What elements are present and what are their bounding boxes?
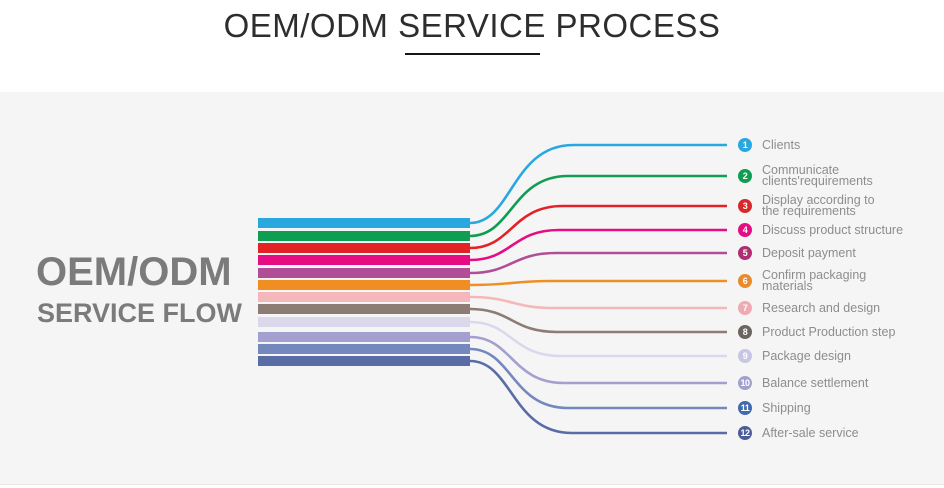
step-label: After-sale service: [762, 425, 859, 440]
process-item-12: 12 After-sale service: [738, 426, 859, 440]
flow-bar-11: [258, 344, 470, 354]
flow-bar-10: [258, 332, 470, 342]
step-label-line: the requirements: [762, 204, 856, 218]
flow-bar-7: [258, 292, 470, 302]
step-number-badge: 1: [738, 138, 752, 152]
flow-curve-9: [469, 320, 727, 358]
process-item-10: 10 Balance settlement: [738, 376, 868, 390]
page-title: OEM/ODM SERVICE PROCESS: [223, 7, 721, 44]
step-label-line: After-sale service: [762, 425, 859, 440]
step-number-badge: 2: [738, 169, 752, 183]
step-label-line: clients'requirements: [762, 174, 873, 188]
step-label: Clients: [762, 137, 801, 152]
flow-bar-8: [258, 304, 470, 314]
step-label: Product Production step: [762, 324, 896, 339]
flow-curve-2: [469, 174, 727, 238]
flow-curve-8: [469, 307, 727, 334]
step-label: Balance settlement: [762, 375, 869, 390]
step-label: Deposit payment: [762, 245, 856, 260]
step-label: Research and design: [762, 300, 881, 315]
flow-curve-4: [469, 228, 727, 262]
step-label-line: Shipping: [762, 400, 811, 415]
diagram-panel: [0, 92, 944, 485]
step-number-badge: 4: [738, 223, 752, 237]
step-label-line: Display according to: [762, 193, 875, 207]
step-label-line: materials: [762, 279, 813, 293]
step-label-line: Deposit payment: [762, 245, 856, 260]
process-item-1: 1 Clients: [738, 138, 800, 152]
brand-line1: OEM/ODM: [36, 250, 232, 294]
step-number-badge: 10: [738, 376, 752, 390]
step-label-line: Balance settlement: [762, 375, 869, 390]
step-label-line: Discuss product structure: [762, 222, 904, 237]
flow-bar-2: [258, 231, 470, 241]
step-number-badge: 8: [738, 325, 752, 339]
flow-curve-12: [469, 359, 727, 435]
step-label-line: Communicate: [762, 163, 840, 177]
brand-line2: SERVICE FLOW: [37, 298, 243, 328]
flow-curve-7: [469, 295, 727, 310]
brand-text: OEM/ODM SERVICE FLOW: [36, 252, 242, 327]
flow-curve-10: [469, 335, 727, 385]
process-item-11: 11 Shipping: [738, 401, 811, 415]
step-label: Discuss product structure: [762, 222, 904, 237]
step-label-line: Research and design: [762, 300, 881, 315]
step-label-line: Confirm packaging: [762, 268, 867, 282]
process-item-8: 8 Product Production step: [738, 325, 895, 339]
flow-bar-1: [258, 218, 470, 228]
process-item-5: 5 Deposit payment: [738, 246, 856, 260]
step-label: Shipping: [762, 400, 811, 415]
flow-bar-3: [258, 243, 470, 253]
step-number-badge: 3: [738, 199, 752, 213]
process-item-9: 9 Package design: [738, 349, 851, 363]
step-number-badge: 12: [738, 426, 752, 440]
flow-bar-5: [258, 268, 470, 278]
flow-bar-6: [258, 280, 470, 290]
step-label-line: Clients: [762, 137, 801, 152]
process-item-7: 7 Research and design: [738, 301, 880, 315]
step-label: Package design: [762, 348, 851, 363]
step-label-line: Product Production step: [762, 324, 896, 339]
step-number-badge: 5: [738, 246, 752, 260]
step-label-line: Package design: [762, 348, 851, 363]
process-item-4: 4 Discuss product structure: [738, 223, 903, 237]
step-number-badge: 6: [738, 274, 752, 288]
step-number-badge: 9: [738, 349, 752, 363]
flow-curve-3: [469, 204, 727, 250]
step-number-badge: 11: [738, 401, 752, 415]
title-underline: [404, 53, 540, 55]
flow-curve-6: [469, 279, 727, 287]
flow-bar-9: [258, 317, 470, 327]
flow-curve-1: [469, 143, 727, 225]
flow-curve-5: [469, 251, 727, 275]
flow-curve-11: [469, 347, 727, 410]
flow-bar-12: [258, 356, 470, 366]
flow-bar-4: [258, 255, 470, 265]
page-header: OEM/ODM SERVICE PROCESS: [0, 0, 944, 55]
step-number-badge: 7: [738, 301, 752, 315]
